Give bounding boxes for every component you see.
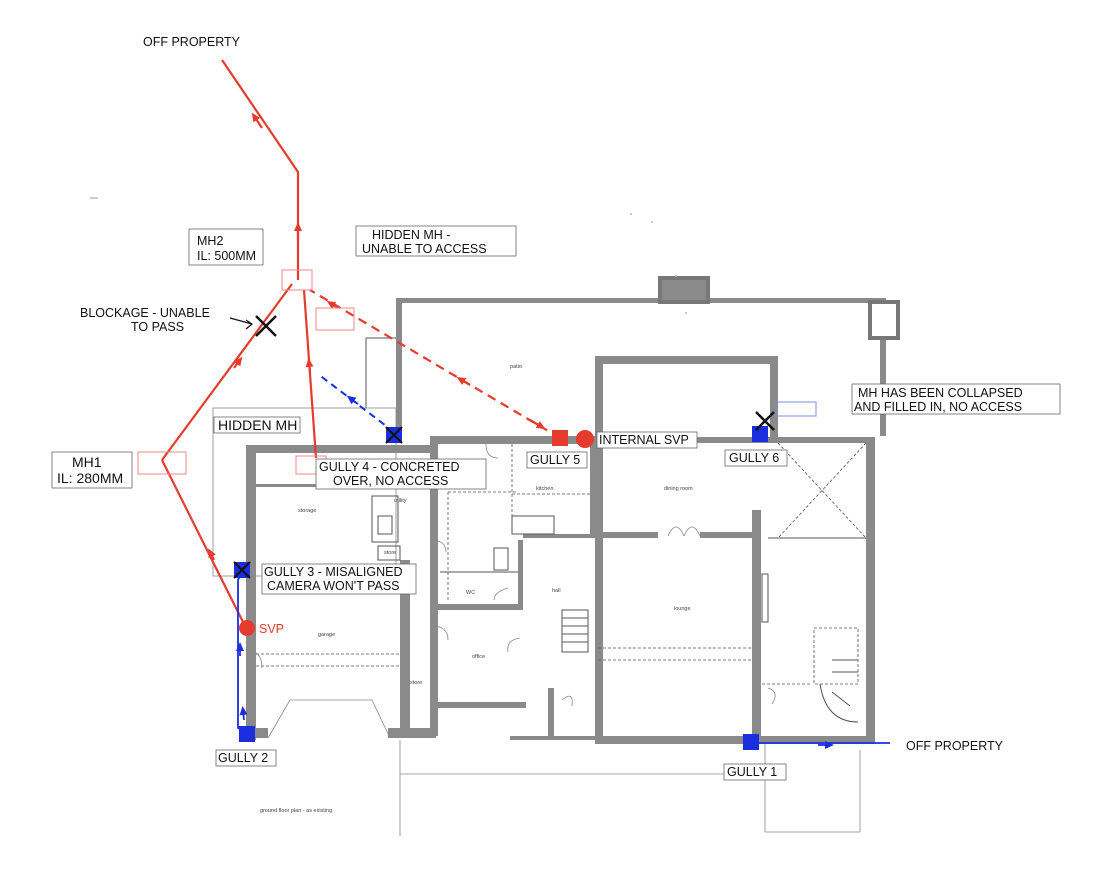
plan-title: ground floor plan - as existing — [260, 808, 332, 814]
hidden-mh-top-label: HIDDEN MH - — [372, 228, 450, 242]
room-label-store: store — [410, 680, 422, 686]
svp-marker[interactable] — [239, 620, 255, 636]
gully-4-label: GULLY 4 - CONCRETED — [319, 460, 460, 474]
room-label-dining-room: dining room — [664, 486, 693, 492]
gully-2-label: GULLY 2 — [218, 751, 268, 765]
patio-area: patio — [365, 276, 900, 436]
drawing-marks — [90, 197, 687, 314]
blockage-cross-icon — [255, 315, 277, 337]
gully-5-marker[interactable] — [552, 430, 568, 446]
collapsed-mh-cross-icon — [755, 411, 775, 431]
room-labels: storage utility store kitchen dining roo… — [260, 486, 693, 814]
house-walls — [246, 356, 875, 744]
off-property-top-label: OFF PROPERTY — [143, 35, 241, 49]
gully-4-marker[interactable] — [385, 426, 403, 444]
room-label-storage: storage — [298, 508, 316, 514]
mh2-label: MH2 — [197, 234, 223, 248]
mh2-chamber — [281, 269, 313, 291]
room-label-kitchen: kitchen — [536, 486, 553, 492]
room-label-lounge: lounge — [674, 606, 691, 612]
room-label-office: office — [472, 654, 485, 660]
gully-3-marker[interactable] — [233, 561, 251, 579]
gully-4-label-2: OVER, NO ACCESS — [333, 474, 448, 488]
room-label-hall: hall — [552, 588, 561, 594]
room-label-patio: patio — [510, 364, 522, 370]
room-label-utility: utility — [394, 498, 407, 504]
gully-1-marker[interactable] — [743, 734, 759, 750]
internal-svp-marker[interactable] — [576, 430, 594, 448]
gully-3-label: GULLY 3 - MISALIGNED — [264, 565, 402, 579]
mh1-level-label: IL: 280MM — [57, 470, 123, 486]
hidden-mh-label: HIDDEN MH — [218, 417, 297, 433]
gully-6-marker[interactable] — [752, 426, 768, 442]
mh2-level-label: IL: 500MM — [197, 249, 256, 263]
gully-5-label: GULLY 5 — [530, 453, 580, 467]
mh1-label: MH1 — [72, 454, 102, 470]
mh1-chamber — [137, 451, 187, 475]
foul-drain-runs — [161, 59, 561, 629]
gully-2-marker[interactable] — [239, 726, 255, 742]
gully-6-label: GULLY 6 — [729, 451, 779, 465]
svp-label: SVP — [259, 622, 284, 636]
room-label-wc: WC — [466, 590, 475, 596]
gully-1-label: GULLY 1 — [727, 765, 777, 779]
off-property-right-label: OFF PROPERTY — [906, 739, 1004, 753]
blockage-label: BLOCKAGE - UNABLE — [80, 306, 210, 320]
interior-details — [245, 442, 867, 739]
blockage-pointer-arrow — [229, 317, 254, 330]
hidden-mh-top-label-2: UNABLE TO ACCESS — [362, 242, 487, 256]
gully-3-label-2: CAMERA WON'T PASS — [267, 579, 400, 593]
annotations: OFF PROPERTY MH2 IL: 500MM HIDDEN MH - U… — [51, 35, 1061, 781]
mh-collapsed-label-2: AND FILLED IN, NO ACCESS — [854, 400, 1022, 414]
room-label-store-small: store — [384, 550, 396, 556]
hidden-mh-top-chamber — [315, 307, 355, 331]
room-label-garage: garage — [318, 632, 335, 638]
surface-drain-runs — [236, 373, 890, 749]
internal-svp-label: INTERNAL SVP — [599, 433, 689, 447]
mh-collapsed-label: MH HAS BEEN COLLAPSED — [858, 386, 1023, 400]
collapsed-mh-chamber — [775, 401, 817, 417]
blockage-label-2: TO PASS — [131, 320, 184, 334]
